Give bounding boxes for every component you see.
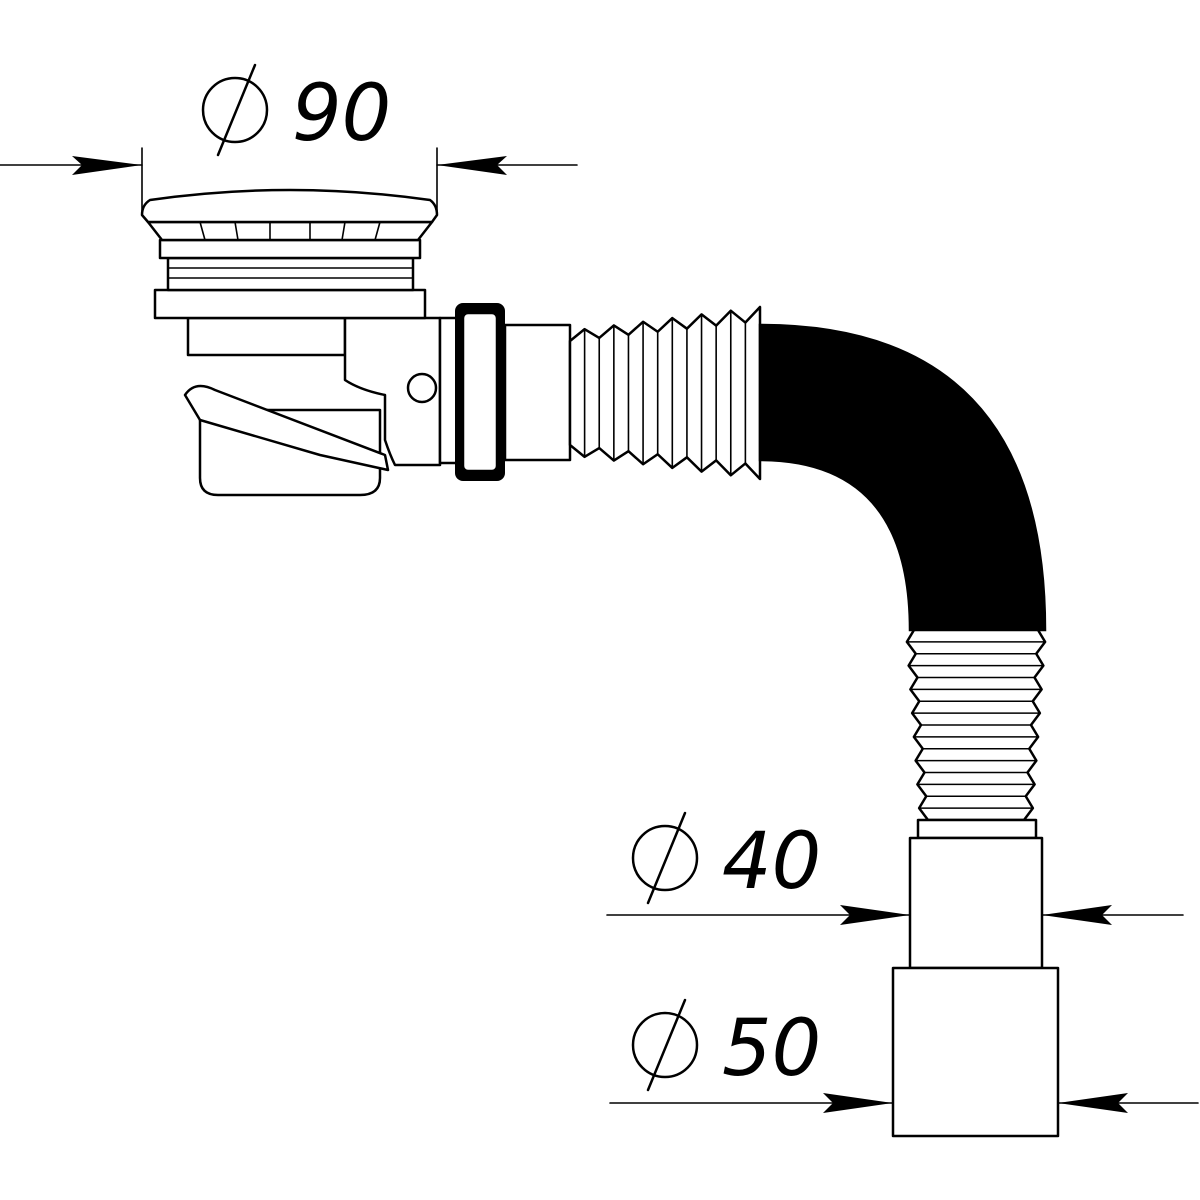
dimension-50: 50 xyxy=(609,998,1199,1113)
drain-mid-body xyxy=(186,316,347,357)
adaptor-collar xyxy=(916,818,1038,840)
arrow-left xyxy=(72,156,142,175)
drain-flange xyxy=(153,288,427,320)
diameter-symbol-slash xyxy=(646,811,687,905)
outlet-spigot xyxy=(503,323,572,462)
drain-cap xyxy=(140,188,439,224)
hose-corrugation-outline xyxy=(568,305,762,481)
diameter-symbol-circle xyxy=(201,76,269,144)
drain-body xyxy=(140,188,442,497)
dimension-40: 40 xyxy=(606,811,1184,925)
arrow-right xyxy=(437,156,507,175)
cleanout-knob xyxy=(406,372,438,404)
dimension-value-40: 40 xyxy=(722,817,821,907)
dimension-value-50: 50 xyxy=(722,1004,821,1094)
grate-slot xyxy=(234,221,239,241)
flexible-hose-bend xyxy=(758,323,1047,632)
dimension-value-90: 90 xyxy=(292,69,391,159)
drain-grate xyxy=(146,220,434,242)
dimension-90: 90 xyxy=(0,63,578,216)
outlet-pipe-40 xyxy=(908,836,1044,970)
arrow-left xyxy=(840,905,910,925)
drain-slanted-base xyxy=(183,384,390,472)
outlet-pipe-50 xyxy=(891,966,1060,1138)
grate-slot xyxy=(374,221,381,241)
vertical-corrugated-hose xyxy=(905,628,1047,822)
arrow-left xyxy=(823,1093,893,1113)
drain-elbow xyxy=(343,316,442,467)
diameter-symbol-slash xyxy=(646,998,687,1092)
diameter-symbol-slash xyxy=(216,63,257,157)
diameter-symbol-circle xyxy=(631,824,699,892)
grate-slot xyxy=(341,221,346,241)
grate-slot xyxy=(199,221,206,241)
drain-seal-ring xyxy=(158,238,422,260)
diameter-symbol-circle xyxy=(631,1011,699,1079)
horizontal-corrugated-hose xyxy=(568,305,762,481)
arrow-right xyxy=(1042,905,1112,925)
arrow-right xyxy=(1058,1093,1128,1113)
nut-inner xyxy=(461,311,499,473)
union-nut xyxy=(438,303,572,481)
drain-threaded-neck xyxy=(166,256,415,292)
